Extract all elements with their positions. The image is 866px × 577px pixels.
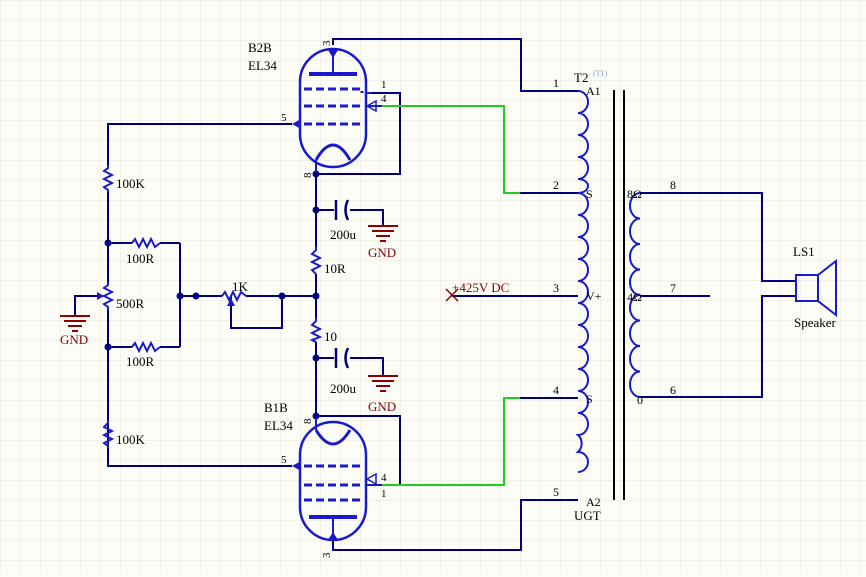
supply-label: +425V DC: [452, 280, 509, 295]
transformer-type: UGT: [574, 508, 601, 523]
secondary-pin-number: 7: [670, 281, 676, 295]
primary-pin-number: 3: [553, 281, 559, 295]
tube-top: [292, 47, 382, 172]
primary-pin-number: 5: [553, 485, 559, 499]
tube-top-designator: B2B: [248, 40, 272, 55]
transformer-alt-designator: (T1): [593, 69, 608, 78]
wire-g3-top: [316, 92, 401, 175]
pin-label: 3: [321, 552, 333, 558]
resistor-100k-top: [101, 165, 115, 192]
resistor-label: 100R: [126, 251, 155, 266]
secondary-pin-name: 4Ω: [627, 290, 642, 304]
primary-pin-name: S: [586, 392, 593, 406]
no-connect-icon: [445, 288, 459, 302]
resistor-label: 10: [324, 329, 337, 344]
primary-pin-name: V+: [586, 289, 602, 303]
primary-pin-number: 4: [553, 383, 559, 397]
tube-top-part: EL34: [248, 58, 277, 73]
secondary-pin-number: 6: [670, 383, 676, 397]
speaker-icon: [795, 258, 837, 318]
secondary-pin-name: 8Ω: [627, 187, 642, 201]
ground-label: GND: [60, 332, 88, 347]
wire-anode-top: [332, 38, 578, 92]
pot-label: 500R: [116, 296, 145, 311]
resistor-label: 10R: [324, 261, 346, 276]
wire-anode-bottom: [332, 499, 578, 551]
pin-label: 1: [381, 79, 387, 91]
resistor-label: 100K: [116, 176, 146, 191]
resistor-label: 100R: [126, 354, 155, 369]
tube-bottom-designator: B1B: [264, 400, 288, 415]
wire-grid-top: [107, 123, 292, 165]
secondary-pin-number: 8: [670, 178, 676, 192]
capacitor-bottom: [334, 347, 350, 369]
transformer-designator: T2: [574, 70, 588, 85]
wire-g2-top: [382, 105, 520, 194]
resistor-100k-bottom: [101, 420, 115, 448]
wire-g2-bottom: [382, 397, 520, 486]
primary-pin-name: A1: [586, 84, 601, 98]
pin-label: 8: [302, 418, 314, 424]
capacitor-label: 200u: [330, 381, 357, 396]
speaker-label: Speaker: [794, 315, 837, 330]
ground-label: GND: [368, 245, 396, 260]
primary-pin-number: 2: [553, 178, 559, 192]
pin-label: 5: [281, 454, 287, 466]
pin-label: 4: [381, 93, 387, 105]
secondary-pin-name: 0: [637, 393, 643, 407]
ground-icon-cap-top: [368, 225, 398, 242]
primary-winding: [575, 90, 589, 473]
pin-label: 1: [381, 488, 387, 500]
capacitor-label: 200u: [330, 227, 357, 242]
pin-label: 4: [381, 472, 387, 484]
speaker-designator: LS1: [793, 244, 815, 259]
transformer-t2: [575, 90, 641, 500]
ground-icon-pot: [60, 315, 90, 332]
pot-1k: [221, 289, 247, 306]
tube-bottom-part: EL34: [264, 418, 293, 433]
primary-pin-name: A2: [586, 495, 601, 509]
pin-label: 5: [281, 112, 287, 124]
pot-label: 1K: [232, 279, 249, 294]
capacitor-top: [334, 199, 350, 221]
pin-label: 8: [302, 172, 314, 178]
resistor-100r-upper: [131, 236, 161, 250]
primary-pin-name: S: [586, 187, 593, 201]
wires-screen-grid: [382, 105, 520, 486]
wire-grid-bottom: [107, 420, 292, 467]
tube-bottom: [292, 418, 382, 542]
resistor-100r-lower: [131, 340, 161, 354]
primary-pin-number: 1: [553, 76, 559, 90]
ground-label: GND: [368, 399, 396, 414]
resistor-label: 100K: [116, 432, 146, 447]
pin-label: 3: [321, 40, 333, 46]
secondary-winding: [629, 192, 641, 398]
ground-icon-cap-bottom: [368, 375, 398, 392]
junctions: [104, 170, 320, 420]
resistor-10r: [309, 246, 323, 275]
pot-500r: [97, 282, 115, 310]
resistor-10: [309, 318, 323, 343]
